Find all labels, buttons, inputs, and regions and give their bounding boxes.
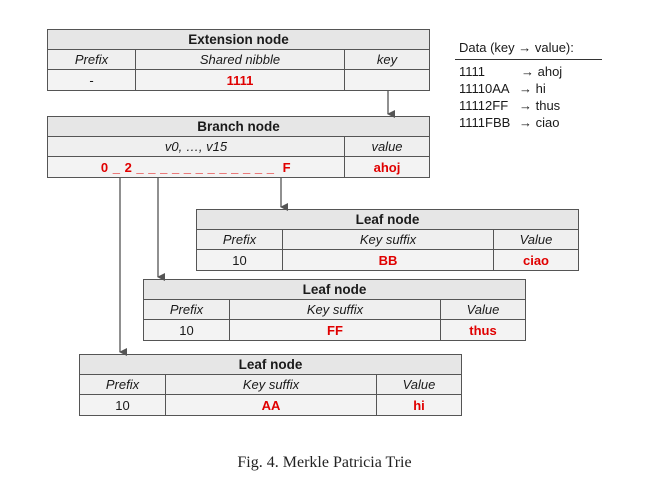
leaf-node-ciao: Leaf node Prefix Key suffix Value 10 BB … <box>196 209 579 271</box>
leaf-prefix-value: 10 <box>197 250 283 270</box>
legend-key: 11110AA <box>459 81 510 96</box>
branch-child-slots: 0 _ 2 _ _ _ _ _ _ _ _ _ _ _ _ F <box>48 157 345 177</box>
leaf-node-hi: Leaf node Prefix Key suffix Value 10 AA … <box>79 354 462 416</box>
branch-value-header: value <box>345 137 429 156</box>
extension-node: Extension node Prefix Shared nibble key … <box>47 29 430 91</box>
leaf-value: ciao <box>494 250 578 270</box>
extension-key-header: key <box>345 50 429 69</box>
leaf-value: hi <box>377 395 461 415</box>
legend-divider <box>455 59 602 60</box>
extension-key-value <box>345 70 429 90</box>
leaf-value: thus <box>441 320 525 340</box>
extension-shared-nibble-value: 1111 <box>136 70 345 90</box>
extension-prefix-header: Prefix <box>48 50 136 69</box>
leaf-key-suffix-header: Key suffix <box>230 300 441 319</box>
branch-node: Branch node v0, …, v15 value 0 _ 2 _ _ _… <box>47 116 430 178</box>
extension-node-title: Extension node <box>48 30 429 49</box>
branch-value: ahoj <box>345 157 429 177</box>
legend-key: 1111FBB <box>459 115 511 130</box>
extension-shared-nibble-header: Shared nibble <box>136 50 345 69</box>
leaf-key-suffix-header: Key suffix <box>283 230 494 249</box>
legend-title: Data (key → value): <box>459 40 574 55</box>
legend-value: → ahoj <box>521 64 563 79</box>
leaf-node-title: Leaf node <box>80 355 461 374</box>
leaf-key-suffix-value: BB <box>283 250 494 270</box>
legend-value: → hi <box>519 81 546 96</box>
leaf-value-header: Value <box>377 375 461 394</box>
leaf-value-header: Value <box>494 230 578 249</box>
leaf-key-suffix-value: FF <box>230 320 441 340</box>
leaf-prefix-header: Prefix <box>80 375 166 394</box>
leaf-prefix-value: 10 <box>80 395 166 415</box>
legend-value: → ciao <box>519 115 560 130</box>
leaf-node-thus: Leaf node Prefix Key suffix Value 10 FF … <box>143 279 526 341</box>
legend-key: 1111 <box>459 64 486 79</box>
figure-caption: Fig. 4. Merkle Patricia Trie <box>237 454 412 471</box>
legend-item: 11110AA → hi <box>459 81 546 96</box>
leaf-prefix-header: Prefix <box>144 300 230 319</box>
leaf-node-title: Leaf node <box>197 210 578 229</box>
branch-node-title: Branch node <box>48 117 429 136</box>
legend-item: 11112FF → thus <box>459 98 560 113</box>
leaf-key-suffix-value: AA <box>166 395 377 415</box>
legend-value: → thus <box>519 98 561 113</box>
leaf-value-header: Value <box>441 300 525 319</box>
legend-item: 1111 → ahoj <box>459 64 562 79</box>
leaf-node-title: Leaf node <box>144 280 525 299</box>
branch-children-header: v0, …, v15 <box>48 137 345 156</box>
leaf-key-suffix-header: Key suffix <box>166 375 377 394</box>
leaf-prefix-value: 10 <box>144 320 230 340</box>
legend-item: 1111FBB → ciao <box>459 115 559 130</box>
legend-key: 11112FF <box>459 98 509 113</box>
leaf-prefix-header: Prefix <box>197 230 283 249</box>
extension-prefix-value: - <box>48 70 136 90</box>
